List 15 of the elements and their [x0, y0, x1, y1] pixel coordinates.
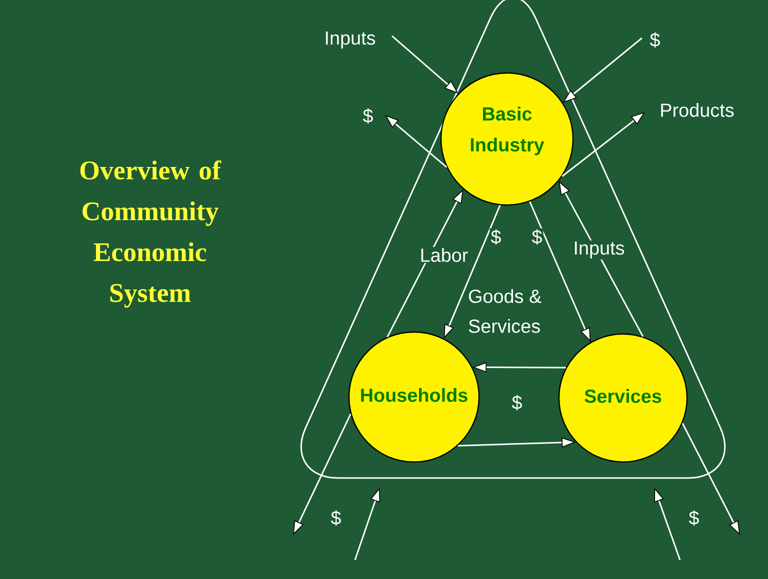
flow-label: $ [512, 394, 522, 410]
title: Overview of Community Economic System [80, 160, 222, 308]
circle-node: Basic Industry [440, 72, 574, 206]
edge-label: Inputs [323, 30, 377, 50]
circle-node: Services [558, 333, 688, 463]
edge-label: Products [658, 102, 736, 118]
edge-label: $ [530, 228, 544, 246]
edge-label: Inputs [572, 240, 626, 260]
edge-label: $ [330, 509, 342, 527]
edge-label: $ [362, 107, 374, 125]
edge-label: Labor [418, 247, 470, 263]
flow-label: Goods & Services [468, 289, 542, 333]
edge-label: $ [490, 228, 502, 246]
edge-label: $ [688, 509, 700, 527]
edge-label: $ [648, 31, 662, 49]
